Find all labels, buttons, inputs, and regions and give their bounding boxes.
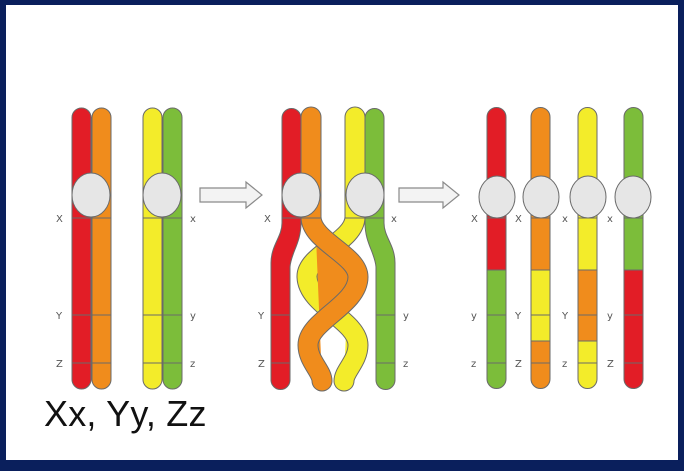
gene-label: Z [515,359,522,370]
orange-chromatid [92,108,111,389]
arrow-icon [399,182,459,208]
recombinant-chromatid-1 [487,108,506,389]
green-chromatid [365,109,395,390]
gene-label: Z [607,359,614,370]
centromere [143,173,181,217]
gene-label: Y [561,311,569,322]
centromere [570,176,606,218]
gene-label: z [190,359,195,370]
gene-label: X [264,214,271,225]
gene-label: X [515,214,522,225]
stage-after-crossing-over: X y z X Y Z x Y z x y Z [471,108,651,389]
gene-label: x [607,214,613,225]
gene-label: Z [258,359,265,370]
stage-crossing-over: X Y Z x y z [257,109,409,390]
recombinant-chromatid-2 [531,108,550,389]
recombinant-chromatid-4 [624,108,643,389]
yellow-chromatid [143,108,162,389]
gene-label: z [403,359,408,370]
centromere [479,176,515,218]
arrow-icon [200,182,262,208]
gene-label: x [391,214,397,225]
gene-label: Z [56,359,63,370]
gene-label: y [403,311,409,322]
green-chromatid [163,108,182,389]
centromere [523,176,559,218]
gene-label: Y [55,311,63,322]
gene-label: z [562,359,567,370]
gene-label: Y [514,311,522,322]
gene-label: X [471,214,478,225]
gene-label: y [471,311,477,322]
gene-label: x [190,214,196,225]
red-chromatid [271,109,301,390]
centromere [615,176,651,218]
allele-caption: Xx, Yy, Zz [44,393,207,435]
gene-label: y [607,311,613,322]
recombinant-chromatid-3 [578,108,597,389]
gene-label: y [190,311,196,322]
gene-label: Y [257,311,265,322]
stage-before-crossing-over: X Y Z x y z [55,108,196,389]
centromere [346,173,384,217]
centromere [72,173,110,217]
gene-label: z [471,359,476,370]
gene-label: x [562,214,568,225]
gene-label: X [56,214,63,225]
centromere [282,173,320,217]
red-chromatid [72,108,91,389]
